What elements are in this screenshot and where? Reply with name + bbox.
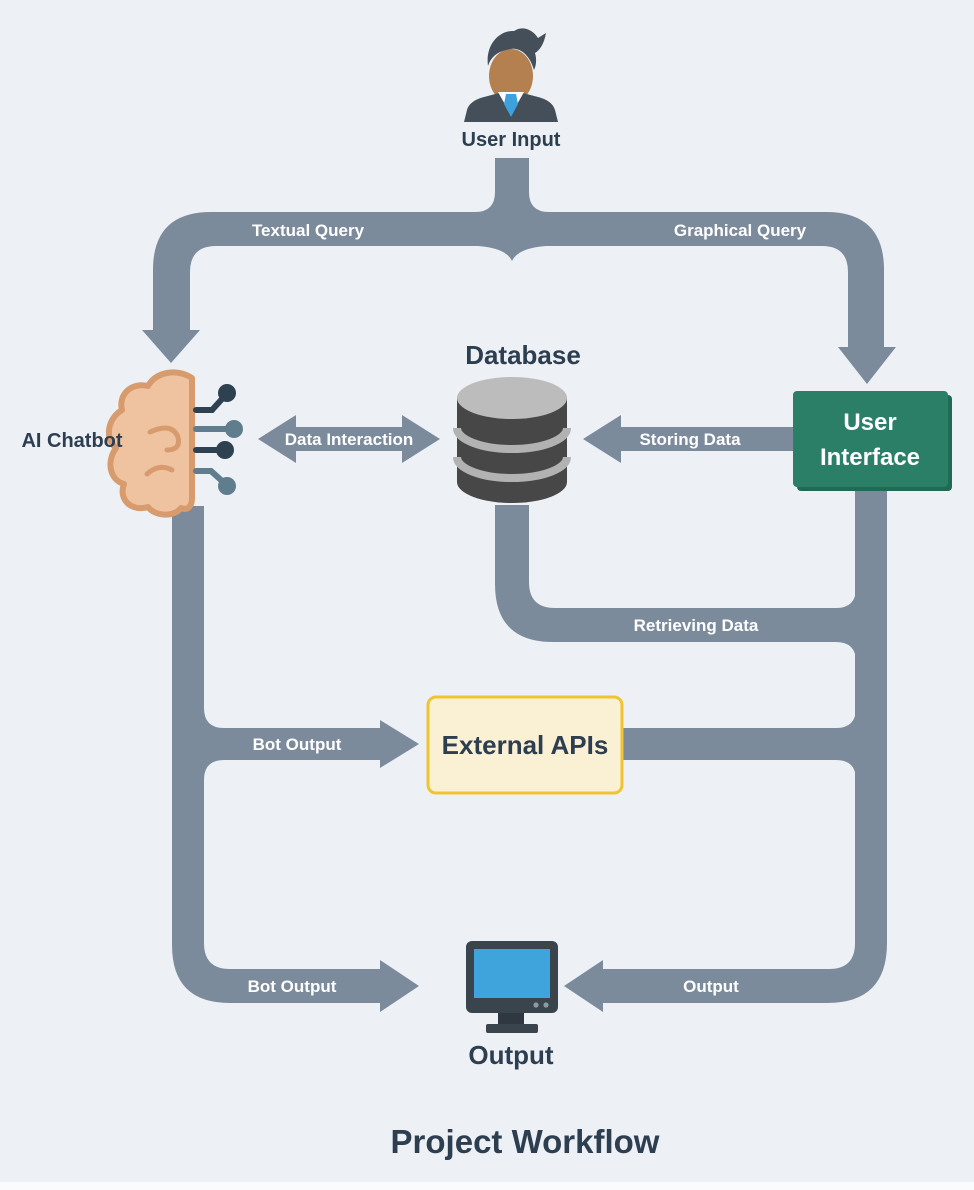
user-interface-box: [793, 391, 948, 487]
apis-merge-fillet-bottom: [836, 760, 856, 780]
circuit-line-4: [193, 468, 224, 483]
output-label: Output: [468, 1040, 554, 1070]
pipe-network: [142, 158, 896, 1012]
ui-output-label: Output: [683, 977, 739, 996]
person-tie: [504, 94, 518, 117]
retrieving-data-pipe: [495, 505, 865, 642]
ai-chatbot-node: AI Chatbot: [21, 369, 243, 518]
user-interface-node: User Interface: [793, 391, 952, 491]
bot-output-monitor-pipe: [172, 506, 419, 1012]
bot-output-monitor-label: Bot Output: [248, 977, 337, 996]
brain-fold-1: [147, 425, 181, 453]
monitor-neck: [498, 1013, 524, 1026]
database-label: Database: [465, 340, 581, 370]
circuit-node-2: [225, 420, 243, 438]
bot-branch-fillet-top: [204, 708, 224, 728]
person-icon: [464, 28, 558, 122]
circuit-node-4: [218, 477, 236, 495]
person-hair: [487, 28, 546, 70]
bottom-strip: [0, 1182, 974, 1190]
data-interaction-label: Data Interaction: [285, 430, 413, 449]
storing-data-arrow: [583, 415, 794, 463]
circuit-node-3: [216, 441, 234, 459]
ai-chatbot-label: AI Chatbot: [21, 430, 122, 452]
monitor-screen: [474, 949, 550, 998]
external-apis-node: External APIs: [426, 695, 624, 795]
retrieving-merge-fillet-top: [836, 588, 856, 608]
external-apis-label: External APIs: [442, 730, 609, 760]
data-interaction-arrow: [258, 415, 440, 463]
monitor-dot-2: [543, 1002, 549, 1008]
edge-labels: Textual Query Graphical Query Data Inter…: [248, 221, 807, 996]
brain-fold-2: [144, 464, 175, 477]
bot-branch-fillet-bottom: [204, 760, 224, 780]
external-apis-box: [426, 695, 624, 795]
retrieving-data-label: Retrieving Data: [634, 616, 759, 635]
monitor-dot-1: [533, 1002, 539, 1008]
bot-output-apis-arrow: [200, 720, 419, 768]
textual-query-label: Textual Query: [252, 221, 365, 240]
apis-merge-fillet-top: [836, 708, 856, 728]
output-node: Output: [466, 941, 558, 1070]
monitor-base: [486, 1024, 538, 1033]
person-face: [489, 49, 533, 103]
user-input-label: User Input: [462, 129, 561, 151]
database-top: [457, 377, 567, 419]
diagram-title: Project Workflow: [391, 1123, 660, 1160]
brain-half: [105, 369, 195, 518]
graphical-query-label: Graphical Query: [674, 221, 807, 240]
database-stripe-2: [453, 456, 571, 482]
user-interface-label-line1: User: [843, 409, 896, 436]
user-input-node: User Input: [462, 28, 561, 151]
storing-data-label: Storing Data: [639, 430, 741, 449]
user-interface-label-line2: Interface: [820, 444, 920, 471]
retrieving-merge-fillet-bottom: [836, 642, 856, 662]
brain-circuit-icon: [105, 369, 243, 518]
query-split-arrow: [142, 158, 896, 384]
ui-output-pipe: [564, 486, 887, 1012]
database-stripe-1: [453, 427, 571, 453]
apis-connector-pipe: [622, 728, 865, 760]
bot-output-apis-label: Bot Output: [253, 735, 342, 754]
database-cylinder-icon: [453, 377, 571, 503]
monitor-icon: [466, 941, 558, 1033]
database-node: Database: [453, 340, 581, 503]
circuit-line-1: [193, 396, 225, 413]
circuit-node-1: [218, 384, 236, 402]
